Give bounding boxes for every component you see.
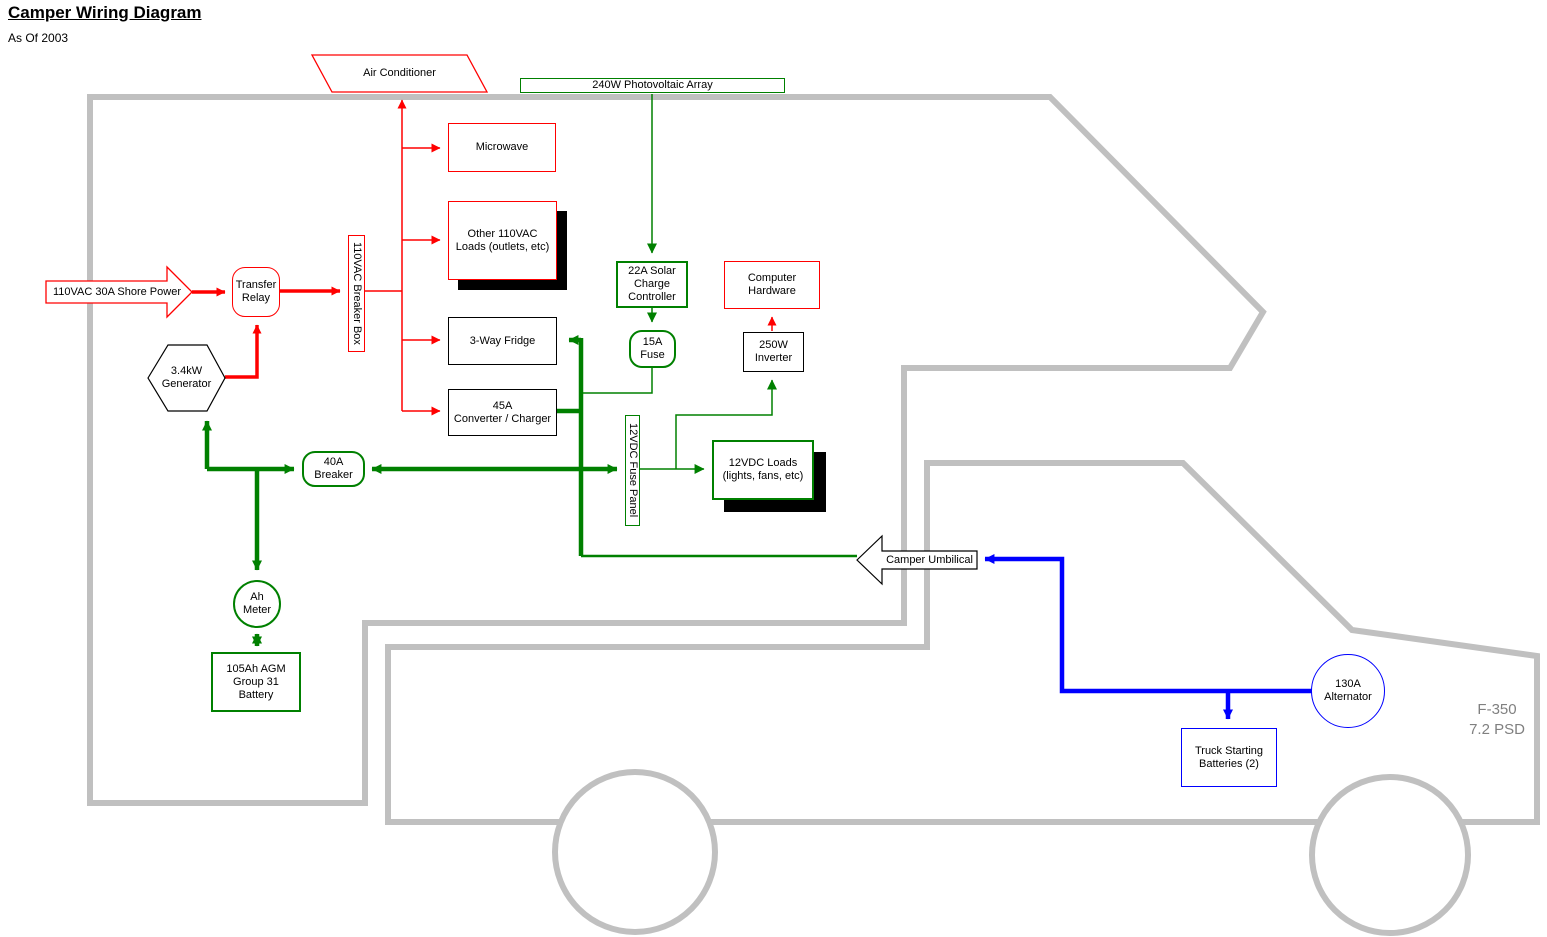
node-truck-batteries: Truck Starting Batteries (2) (1181, 728, 1277, 787)
dc-wires-green (202, 94, 857, 647)
node-40a-breaker: 40A Breaker (302, 451, 365, 487)
shore-power-arrow-shape (45, 265, 193, 319)
camper-umbilical-arrow-shape (856, 534, 978, 586)
node-pv-array: 240W Photovoltaic Array (520, 78, 785, 93)
node-converter-charger: 45A Converter / Charger (448, 389, 557, 436)
node-12vdc-loads: 12VDC Loads (lights, fans, etc) (712, 440, 814, 500)
node-other-110vac-loads: Other 110VAC Loads (outlets, etc) (448, 201, 557, 280)
page-title: Camper Wiring Diagram (8, 3, 202, 22)
front-wheel (1309, 774, 1471, 936)
node-110vac-breaker-box: 110VAC Breaker Box (348, 235, 365, 352)
node-shore-power: 110VAC 30A Shore Power (52, 285, 181, 298)
vehicle-outline (87, 94, 1540, 936)
special-shapes (45, 54, 978, 586)
node-air-conditioner: Air Conditioner (363, 67, 436, 79)
node-computer-hardware: Computer Hardware (724, 261, 820, 309)
node-ah-meter: Ah Meter (233, 580, 281, 628)
ac-wires-red (192, 99, 777, 416)
truck-wires-blue (984, 554, 1312, 720)
truck-model-label: F-350 7.2 PSD (1469, 701, 1525, 738)
node-transfer-relay: Transfer Relay (232, 267, 280, 317)
page-subtitle: As Of 2003 (8, 31, 69, 45)
node-12vdc-fuse-panel: 12VDC Fuse Panel (625, 415, 640, 526)
rear-wheel (552, 769, 718, 935)
truck-outline (385, 460, 1540, 825)
wire-alternator-to-umbilical (984, 554, 1312, 694)
node-alternator: 130A Alternator (1311, 654, 1385, 728)
wire-branch-to-inverter (675, 379, 777, 469)
node-3way-fridge: 3-Way Fridge (448, 317, 557, 365)
node-15a-fuse: 15A Fuse (629, 330, 676, 368)
wire-fuse-to-bus (581, 368, 653, 394)
air-conditioner-shape (310, 54, 489, 93)
generator-hexagon-shape (147, 344, 226, 412)
wire-generator-to-relay (225, 324, 262, 379)
node-house-battery: 105Ah AGM Group 31 Battery (211, 652, 301, 712)
node-solar-charge-controller: 22A Solar Charge Controller (616, 261, 688, 308)
node-generator: 3.4kW Generator (161, 365, 212, 390)
node-microwave: Microwave (448, 123, 556, 172)
node-camper-umbilical: Camper Umbilical (886, 553, 973, 566)
node-250w-inverter: 250W Inverter (743, 332, 804, 372)
camper-outline (87, 94, 1267, 806)
